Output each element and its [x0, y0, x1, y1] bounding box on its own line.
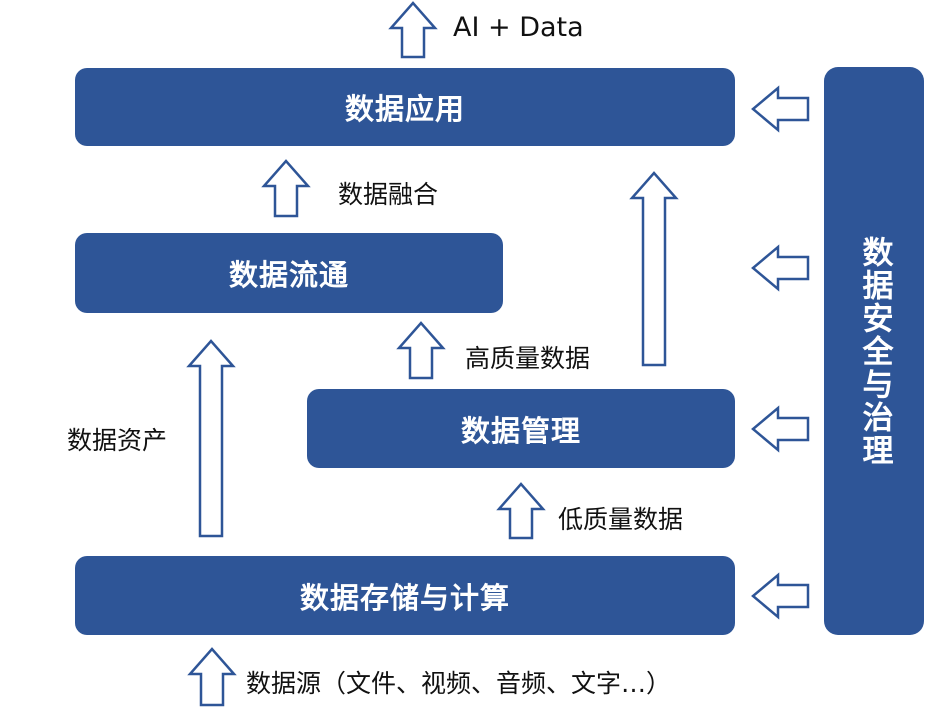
data-management-block: 数据管理 — [307, 389, 735, 468]
up-arrow-low-quality-data-icon — [496, 482, 546, 540]
left-arrow-governance-to-application-icon — [751, 85, 810, 133]
data-circulation-label: 数据流通 — [228, 258, 349, 292]
data-storage-computing-label: 数据存储与计算 — [299, 580, 510, 615]
up-arrow-data-sources-icon — [187, 647, 237, 707]
data-fusion-label: 数据融合 — [338, 180, 439, 209]
data-assets-label: 数据资产 — [67, 426, 168, 455]
data-application-block: 数据应用 — [75, 68, 735, 146]
up-arrow-management-to-application-icon — [629, 171, 679, 367]
left-arrow-governance-to-management-icon — [751, 405, 810, 453]
up-arrow-data-assets-icon — [186, 339, 236, 538]
up-arrow-high-quality-data-icon — [396, 321, 446, 380]
low-quality-data-label: 低质量数据 — [558, 505, 684, 534]
up-arrow-ai-data-icon — [388, 1, 438, 59]
data-circulation-block: 数据流通 — [75, 233, 503, 313]
data-application-label: 数据应用 — [344, 92, 465, 126]
data-security-governance-block: 数据安全与治理 — [824, 67, 924, 635]
data-sources-label: 数据源（文件、视频、音频、文字…） — [246, 669, 672, 698]
up-arrow-data-fusion-icon — [261, 159, 311, 218]
ai-data-label: AI + Data — [453, 12, 584, 43]
data-management-label: 数据管理 — [460, 413, 581, 448]
data-storage-computing-block: 数据存储与计算 — [75, 556, 735, 635]
high-quality-data-label: 高质量数据 — [465, 344, 591, 373]
data-security-governance-label: 数据安全与治理 — [856, 235, 893, 467]
left-arrow-governance-to-circulation-icon — [751, 244, 810, 292]
left-arrow-governance-to-storage-icon — [751, 572, 810, 620]
